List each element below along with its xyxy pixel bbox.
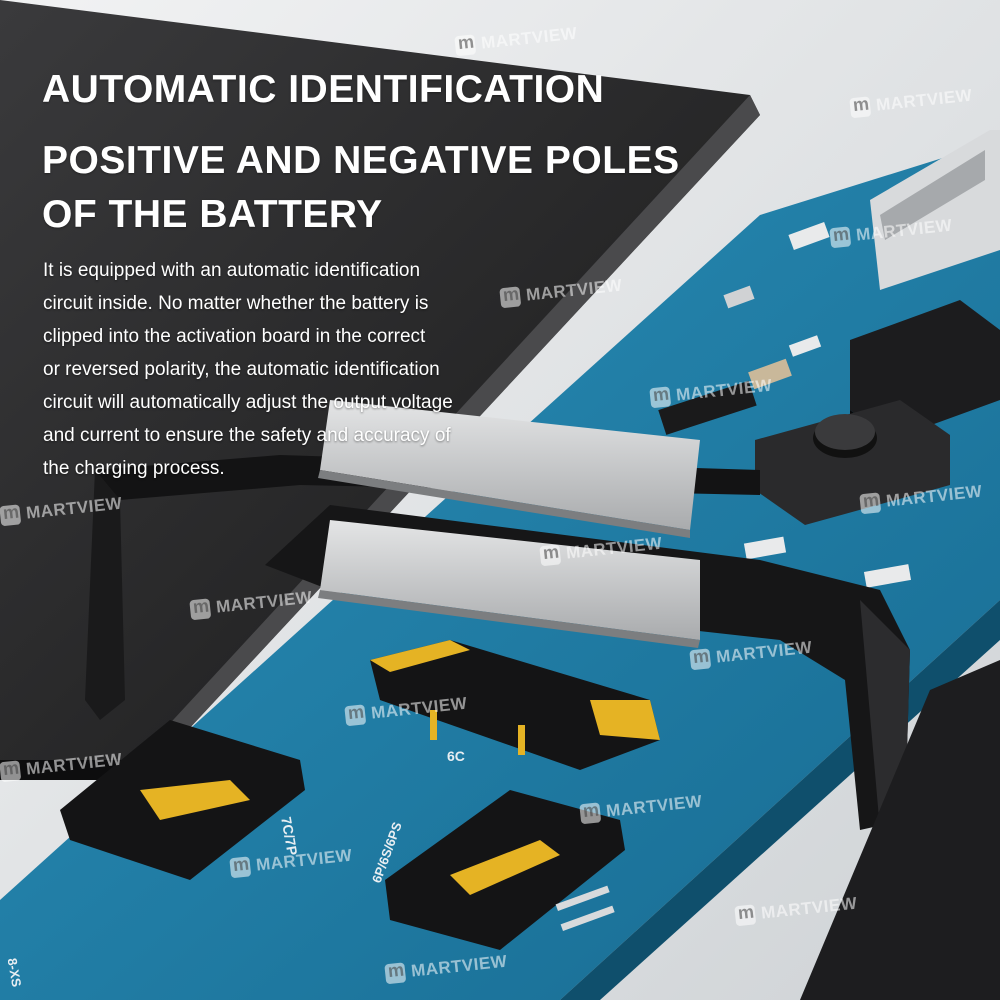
watermark-logo-icon xyxy=(0,504,22,527)
usb-port xyxy=(870,130,1000,290)
watermark-logo-icon xyxy=(189,598,212,621)
description-line: clipped into the activation board in the… xyxy=(43,326,426,347)
description-line: the charging process. xyxy=(43,458,225,479)
watermark-logo-icon xyxy=(579,802,602,825)
push-button xyxy=(755,400,950,525)
watermark-logo-icon xyxy=(859,492,882,515)
connector-6p xyxy=(385,790,625,950)
description-text: It is equipped with an automatic identif… xyxy=(43,254,543,485)
watermark-logo-icon xyxy=(829,226,852,249)
board-label-6c: 6C xyxy=(447,748,465,764)
watermark-logo-icon xyxy=(344,704,367,727)
description-line: and current to ensure the safety and acc… xyxy=(43,425,451,446)
connector-6c xyxy=(370,640,660,770)
description-line: circuit will automatically adjust the ou… xyxy=(43,392,453,413)
base-tray xyxy=(800,660,1000,1000)
watermark-logo-icon xyxy=(454,34,477,57)
description-line: circuit inside. No matter whether the ba… xyxy=(43,293,429,314)
connector-7c xyxy=(60,720,305,880)
watermark-logo-icon xyxy=(0,760,22,783)
watermark-logo-icon xyxy=(229,856,252,879)
watermark-logo-icon xyxy=(734,904,757,927)
watermark-logo-icon xyxy=(849,96,872,119)
headline-line-1: AUTOMATIC IDENTIFICATION xyxy=(42,68,605,111)
watermark-logo-icon xyxy=(499,286,522,309)
description-line: or reversed polarity, the automatic iden… xyxy=(43,359,440,380)
headline-line-2: POSITIVE AND NEGATIVE POLES OF THE BATTE… xyxy=(42,134,680,242)
smd-components xyxy=(658,221,912,588)
headline-line-2-text: POSITIVE AND NEGATIVE POLES xyxy=(42,139,680,182)
watermark-logo-icon xyxy=(689,648,712,671)
watermark-logo-icon xyxy=(539,544,562,567)
watermark-logo-icon xyxy=(649,386,672,409)
headline-line-3-text: OF THE BATTERY xyxy=(42,193,383,236)
description-line: It is equipped with an automatic identif… xyxy=(43,260,421,281)
contact-pads xyxy=(318,400,700,648)
watermark-logo-icon xyxy=(384,962,407,985)
